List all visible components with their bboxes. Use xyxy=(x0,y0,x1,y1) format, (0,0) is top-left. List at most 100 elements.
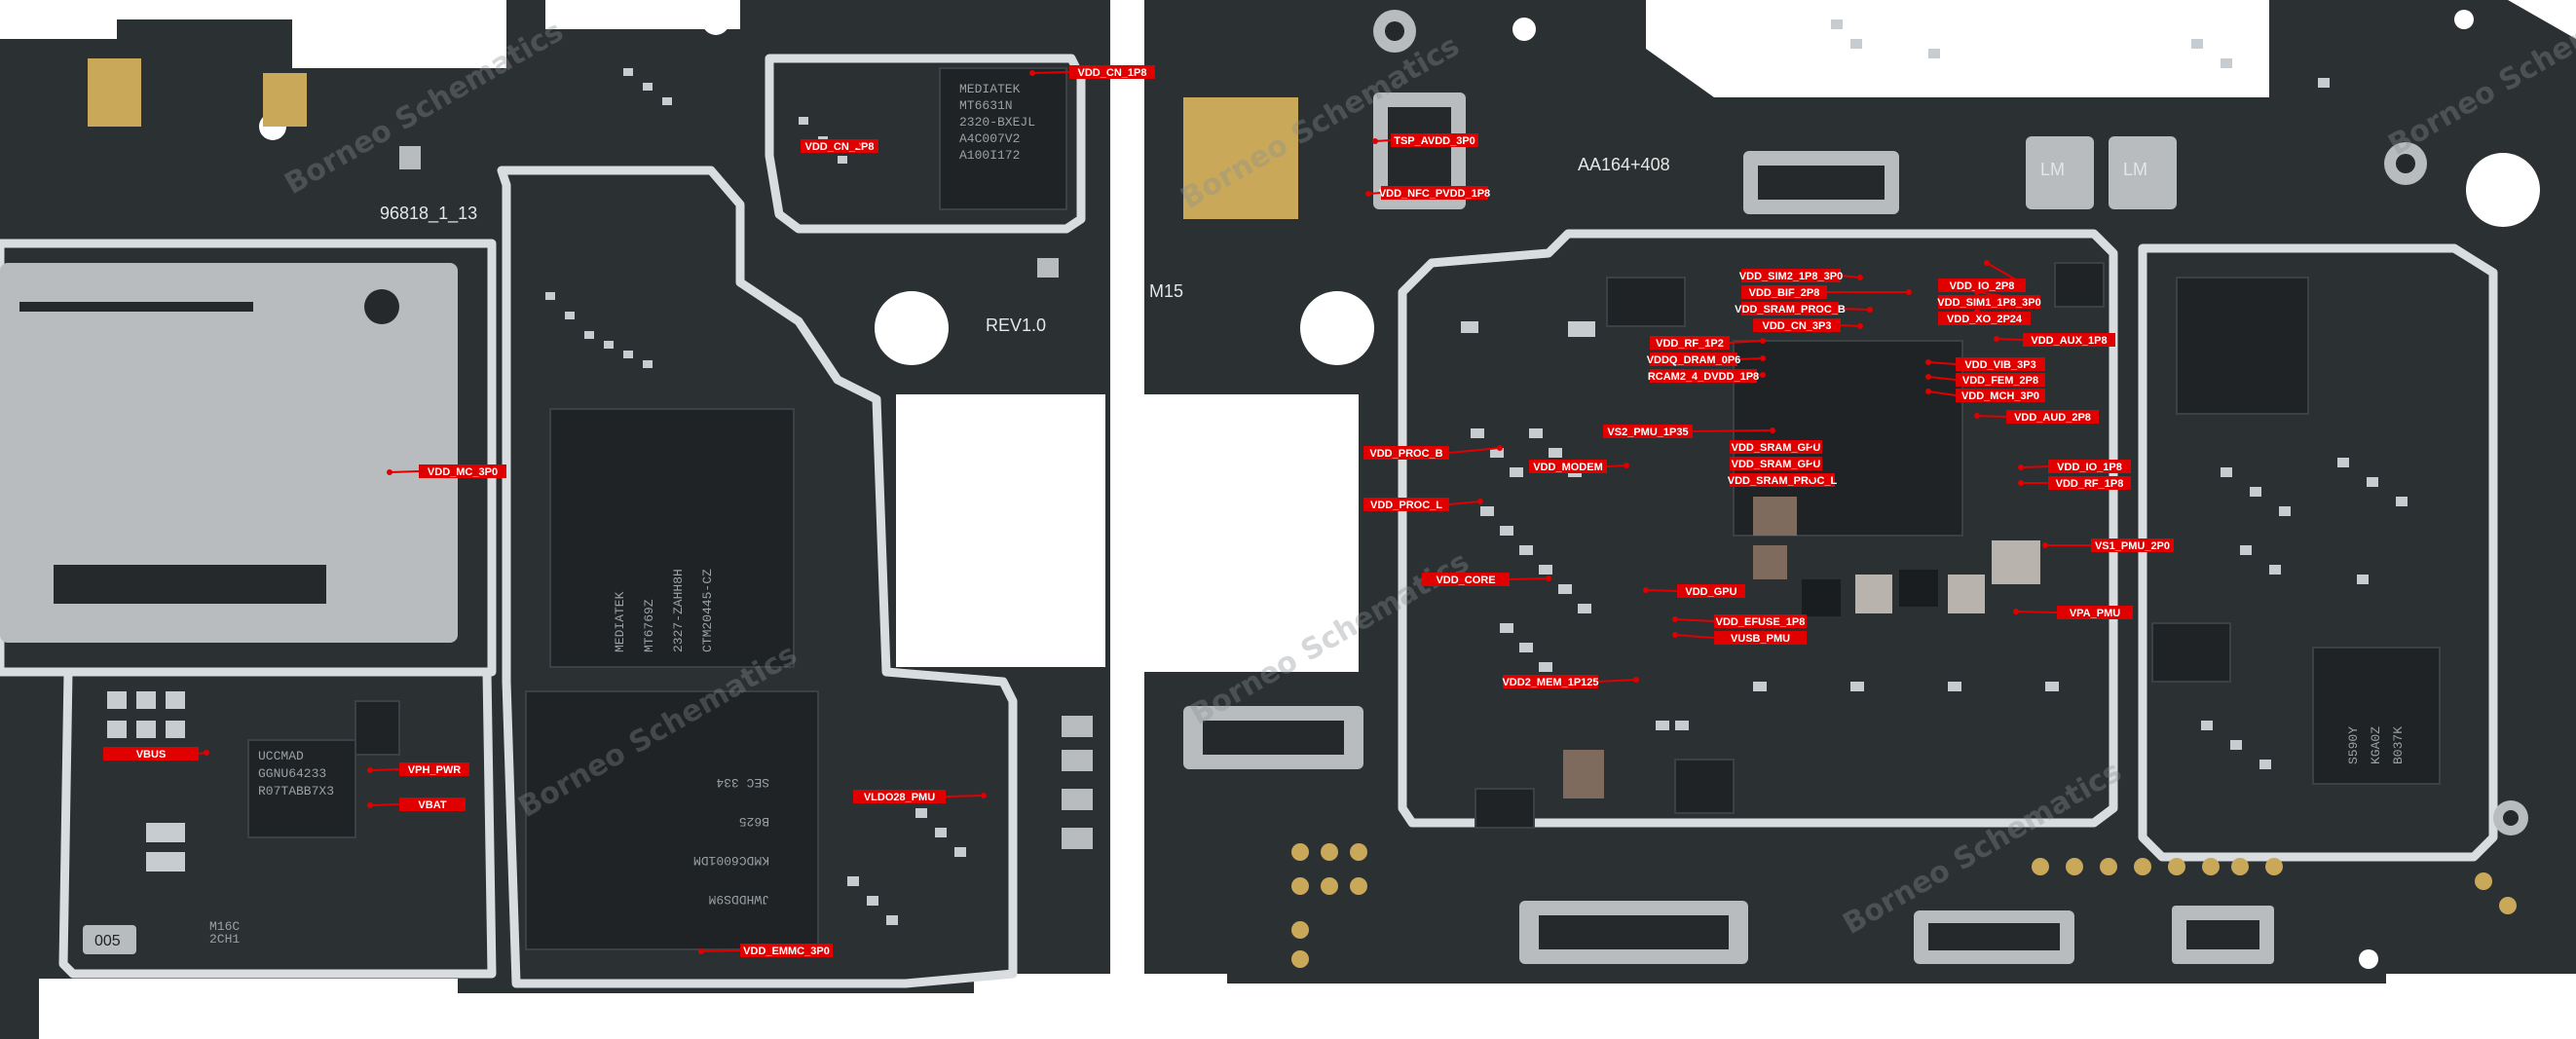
svg-text:SEC 334: SEC 334 xyxy=(716,775,769,790)
label-leader-line xyxy=(1674,618,1715,622)
test-point-dot xyxy=(1925,359,1931,365)
board-id-text: 96818_1_13 xyxy=(380,204,477,224)
test-point-dot xyxy=(1760,355,1766,361)
pmic-small-chip xyxy=(247,739,356,838)
voltage-label-13: VDD_CN_3P3 xyxy=(1753,318,1863,332)
svg-text:R07TABB7X3: R07TABB7X3 xyxy=(258,784,334,798)
svg-text:KMDC6001DM: KMDC6001DM xyxy=(693,853,769,868)
test-point-dot xyxy=(387,469,392,475)
voltage-label-34: VS1_PMU_2P0 xyxy=(2042,538,2174,552)
label-text: VDD_PROC_B xyxy=(1369,448,1442,460)
soc-chip xyxy=(549,408,795,668)
label-leader-line xyxy=(1927,361,1957,365)
label-box xyxy=(1730,457,1822,470)
voltage-label-2: TSP_AVDD_3P0 xyxy=(1372,133,1478,147)
label-text: VDD_BIF_2P8 xyxy=(1749,287,1820,299)
test-point-dot xyxy=(367,802,373,808)
test-point-dot xyxy=(204,750,209,756)
label-box xyxy=(399,762,469,776)
label-box xyxy=(801,139,878,153)
test-point-dot xyxy=(1974,289,1980,295)
test-point-dot xyxy=(1867,307,1873,313)
voltage-label-10: VDD_SIM2_1P8_3P0 xyxy=(1739,269,1863,282)
label-box xyxy=(1391,133,1478,147)
voltage-label-22: VDD_FEM_2P8 xyxy=(1925,373,2045,387)
label-text: VDD_IO_2P8 xyxy=(1950,280,2015,292)
voltage-label-36: VDD_GPU xyxy=(1643,584,1745,598)
voltage-label-35: VDD_CORE xyxy=(1422,573,1551,586)
voltage-label-37: VPA_PMU xyxy=(2013,606,2133,619)
label-leader-line xyxy=(1838,308,1871,311)
label-box xyxy=(2048,460,2131,473)
voltage-label-30: VDD_MODEM xyxy=(1529,460,1629,473)
voltage-label-26: VDD_SRAM_GPU xyxy=(1730,440,1823,454)
right-board xyxy=(1144,0,2576,983)
label-text: VDD_AUX_1P8 xyxy=(2031,335,2107,347)
label-box xyxy=(1741,269,1841,282)
svg-text:2320-BXEJL: 2320-BXEJL xyxy=(959,115,1035,130)
lm2-module xyxy=(2109,136,2177,209)
label-box xyxy=(1363,446,1449,460)
label-leader-line xyxy=(1509,577,1549,580)
voltage-label-15: VDD_SIM1_1P8_3P0 xyxy=(1937,289,2041,309)
label-text: VBUS xyxy=(136,749,167,761)
voltage-label-17: VDD_AUX_1P8 xyxy=(1994,333,2115,347)
test-point-dot xyxy=(1974,309,1980,315)
test-point-dot xyxy=(367,767,373,773)
voltage-label-8: VLDO28_PMU xyxy=(853,790,987,803)
label-leader-line xyxy=(1736,357,1764,360)
label-box xyxy=(1650,369,1757,383)
label-leader-line xyxy=(1927,376,1957,381)
label-text: VPH_PWR xyxy=(408,764,461,776)
voltage-label-23: VDD_MCH_3P0 xyxy=(1925,389,2045,402)
label-text: VDD_RF_1P2 xyxy=(1656,338,1724,350)
test-point-dot xyxy=(2018,480,2024,486)
label-box xyxy=(1714,614,1807,628)
label-leader-line xyxy=(2020,465,2049,468)
test-point-dot xyxy=(698,948,704,954)
test-point-dot xyxy=(1857,275,1863,280)
transceiver-chip xyxy=(2176,277,2309,415)
voltage-label-32: VDD_IO_1P8 xyxy=(2018,460,2131,473)
label-box xyxy=(1503,675,1598,688)
label-text: VDD_MCH_3P0 xyxy=(1961,390,2039,402)
test-point-dot xyxy=(1974,413,1980,419)
label-box xyxy=(1677,584,1745,598)
label-text: VDDQ_DRAM_0P6 xyxy=(1647,354,1741,366)
svg-text:GGNU64233: GGNU64233 xyxy=(258,766,326,781)
emmc-chip xyxy=(525,690,819,950)
voltage-label-38: VDD_EFUSE_1P8 xyxy=(1672,614,1807,628)
label-text: VDD_EFUSE_1P8 xyxy=(1716,616,1806,628)
svg-text:S590Y: S590Y xyxy=(2346,726,2361,764)
label-leader-line xyxy=(1448,501,1481,505)
label-box xyxy=(103,747,199,761)
test-point-dot xyxy=(1633,677,1639,683)
voltage-label-0: VDD_CN_1P8 xyxy=(1029,65,1155,79)
test-point-dot xyxy=(854,142,860,148)
label-box xyxy=(1529,460,1607,473)
label-text: VBAT xyxy=(418,799,446,811)
label-text: TSP_AVDD_3P0 xyxy=(1394,135,1475,147)
voltage-label-3: VDD_NFC_PVDD_1P8 xyxy=(1365,186,1490,200)
gold-pad xyxy=(1183,97,1298,219)
label-text: VPA_PMU xyxy=(2070,608,2120,619)
label-text: VDD_GPU xyxy=(1685,586,1736,598)
label-box xyxy=(419,464,506,478)
test-point-dot xyxy=(1497,445,1503,451)
label-text: VDD_SRAM_PROC_L xyxy=(1728,475,1838,487)
test-point-dot xyxy=(1984,260,1990,266)
label-leader-line xyxy=(1692,429,1773,432)
svg-text:MEDIATEK: MEDIATEK xyxy=(959,82,1021,96)
lm-text: LM LM xyxy=(2040,160,2147,179)
label-box xyxy=(1741,285,1827,299)
left-board xyxy=(0,0,1110,1039)
svg-text:MT6631N: MT6631N xyxy=(959,98,1013,113)
label-leader-line xyxy=(369,803,400,806)
voltage-label-24: VDD_AUD_2P8 xyxy=(1974,410,2099,424)
voltage-label-40: VDD2_MEM_1P125 xyxy=(1502,675,1639,688)
label-box xyxy=(1650,336,1730,350)
test-point-dot xyxy=(1672,632,1678,638)
lm2-text: LM xyxy=(2123,160,2147,179)
label-leader-line xyxy=(369,768,400,771)
